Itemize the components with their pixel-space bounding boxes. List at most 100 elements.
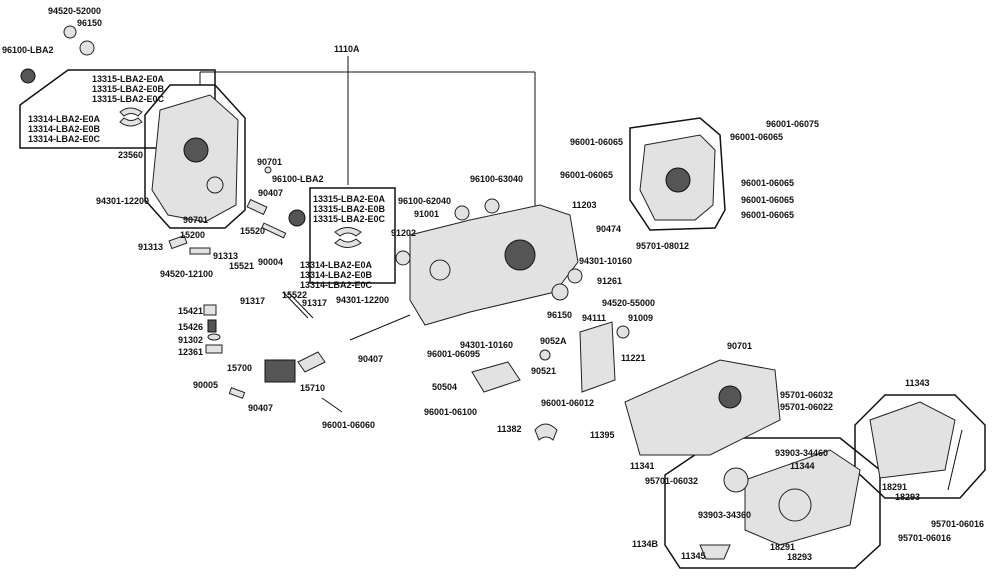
part-label: 18291 [770,542,796,552]
part-label: 96001-06065 [730,132,784,142]
part-label: 90407 [358,354,384,364]
part-label: 96001-06012 [541,398,595,408]
part-label: 94520-52000 [48,6,102,16]
part-label: 93903-34360 [698,510,752,520]
part-label: 13315-LBA2-E0A [92,74,165,84]
part-label: 15700 [227,363,253,373]
part-label: 94520-55000 [602,298,656,308]
part-label: 95701-06016 [898,533,952,543]
part-label: 13315-LBA2-E0B [313,204,386,214]
part-label: 18293 [787,552,813,562]
part-label: 11395 [590,430,615,440]
part-label: 90407 [258,188,284,198]
part-label: 12361 [178,347,204,357]
gasket-11221 [579,321,616,393]
part-label: 11221 [621,353,646,363]
strainer-cap-15421 [203,304,217,316]
part-label: 96001-06095 [427,349,481,359]
oil-seal-96150 [79,40,95,56]
assembly-label: 1110A [334,44,360,54]
part-label: 15520 [240,226,266,236]
part-label: 13315-LBA2-E0C [313,214,386,224]
part-label: 11345 [681,551,706,561]
part-label: 96100-62040 [398,196,452,206]
part-label: 1134B [632,539,659,549]
transmission-cover-11395 [624,359,781,456]
part-label: 91009 [628,313,654,323]
part-label: 96150 [77,18,103,28]
part-label: 13315-LBA2-E0B [92,84,165,94]
part-label: 94520-12100 [160,269,214,279]
part-label: 11203 [572,200,597,210]
bearing-shell-upper-2 [334,227,362,237]
part-label: 15710 [300,383,326,393]
part-label: 95701-08012 [636,241,690,251]
part-label: 96100-LBA2 [2,45,54,55]
bearing-shell-lower [119,117,143,127]
part-label: 15426 [178,322,204,332]
part-label: 13315-LBA2-E0A [313,194,386,204]
part-label: 95701-06032 [780,390,834,400]
part-label: 90005 [193,380,219,390]
bearing-96100-lba2-mid [288,209,306,227]
part-label: 90474 [596,224,622,234]
part-label: 90407 [248,403,274,413]
part-label: 94301-10160 [460,340,514,350]
part-label: 13314-LBA2-E0A [28,114,101,124]
part-label: 96100-63040 [470,174,524,184]
part-label: 91001 [414,209,440,219]
part-label: 95701-06022 [780,402,834,412]
part-label: 96001-06065 [570,137,624,147]
part-label: 93903-34460 [775,448,829,458]
part-label: 90701 [257,157,283,167]
part-label: 13314-LBA2-E0A [300,260,373,270]
part-label: 94301-12200 [96,196,150,206]
part-label: 96001-06100 [424,407,478,417]
bearing-96100-lba2 [20,68,36,84]
part-label: 90701 [183,215,209,225]
part-label: 90701 [727,341,753,351]
bracket-50504 [471,361,521,393]
right-crankcase [409,204,579,326]
bearing-shell-lower-2 [334,238,362,248]
part-label: 91202 [391,228,417,238]
part-label: 9052A [540,336,567,346]
oil-filter-15700 [264,359,296,383]
bearing-shell-upper [119,107,143,117]
part-label: 95701-06032 [645,476,699,486]
part-label: 95701-06016 [931,519,985,529]
part-label: 50504 [432,382,458,392]
part-label: 13314-LBA2-E0B [300,270,373,280]
part-label: 11344 [790,461,815,471]
part-label: 91313 [213,251,239,261]
part-label: 18291 [882,482,908,492]
snap-ring-94520-52000 [63,25,77,39]
part-label: 15421 [178,306,204,316]
bearing-group-frame-center [309,187,396,284]
part-label: 91317 [240,296,266,306]
part-label: 91313 [138,242,164,252]
part-label: 96001-06075 [766,119,820,129]
part-label: 15522 [282,290,308,300]
part-label: 15200 [180,230,206,240]
part-label: 91317 [302,298,328,308]
part-label: 15521 [229,261,255,271]
part-label: 13314-LBA2-E0C [300,280,373,290]
part-label: 96001-06065 [741,195,795,205]
part-label: 91302 [178,335,204,345]
part-label: 13314-LBA2-E0B [28,124,101,134]
part-label: 94111 [582,313,607,323]
part-label: 96001-06065 [741,210,795,220]
part-label: 96001-06065 [741,178,795,188]
part-label: 91261 [597,276,623,286]
part-label: 96150 [547,310,573,320]
part-label: 13314-LBA2-E0C [28,134,101,144]
part-label: 90004 [258,257,284,267]
part-label: 94301-10160 [579,256,633,266]
part-label: 11341 [630,461,655,471]
part-label: 94301-12200 [336,295,390,305]
part-label: 18293 [895,492,921,502]
part-label: 96100-LBA2 [272,174,324,184]
